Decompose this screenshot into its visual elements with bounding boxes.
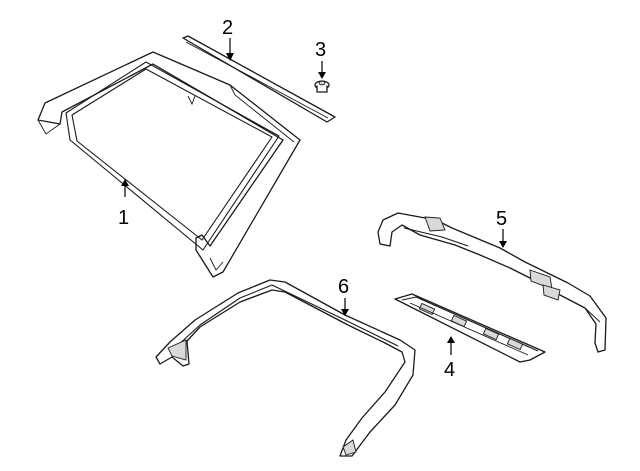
arrowhead-5 <box>499 241 507 248</box>
callout-6: 6 <box>338 276 349 316</box>
callout-label-5: 5 <box>496 208 507 230</box>
part-4-reinforcement[interactable] <box>394 293 546 363</box>
arrowhead-1 <box>121 179 129 186</box>
part-2-molding-strip[interactable] <box>182 35 336 123</box>
part-5-header-panel[interactable] <box>377 212 607 353</box>
callout-1: 1 <box>118 179 129 229</box>
part-3-clip[interactable] <box>314 80 330 93</box>
arrowhead-3 <box>318 72 326 79</box>
part-1-windshield[interactable] <box>37 51 301 278</box>
part-6-seal[interactable] <box>155 279 416 457</box>
callout-2: 2 <box>222 17 234 61</box>
callout-label-4: 4 <box>444 359 455 381</box>
callout-label-1: 1 <box>118 207 129 229</box>
arrowhead-6 <box>341 309 349 316</box>
arrowhead-2 <box>226 53 234 61</box>
callout-4: 4 <box>444 336 455 381</box>
callout-5: 5 <box>496 208 507 248</box>
arrowhead-4 <box>447 336 455 343</box>
callout-label-2: 2 <box>222 17 233 39</box>
callout-3: 3 <box>315 39 326 79</box>
callout-label-6: 6 <box>338 276 349 298</box>
callout-label-3: 3 <box>315 39 326 61</box>
